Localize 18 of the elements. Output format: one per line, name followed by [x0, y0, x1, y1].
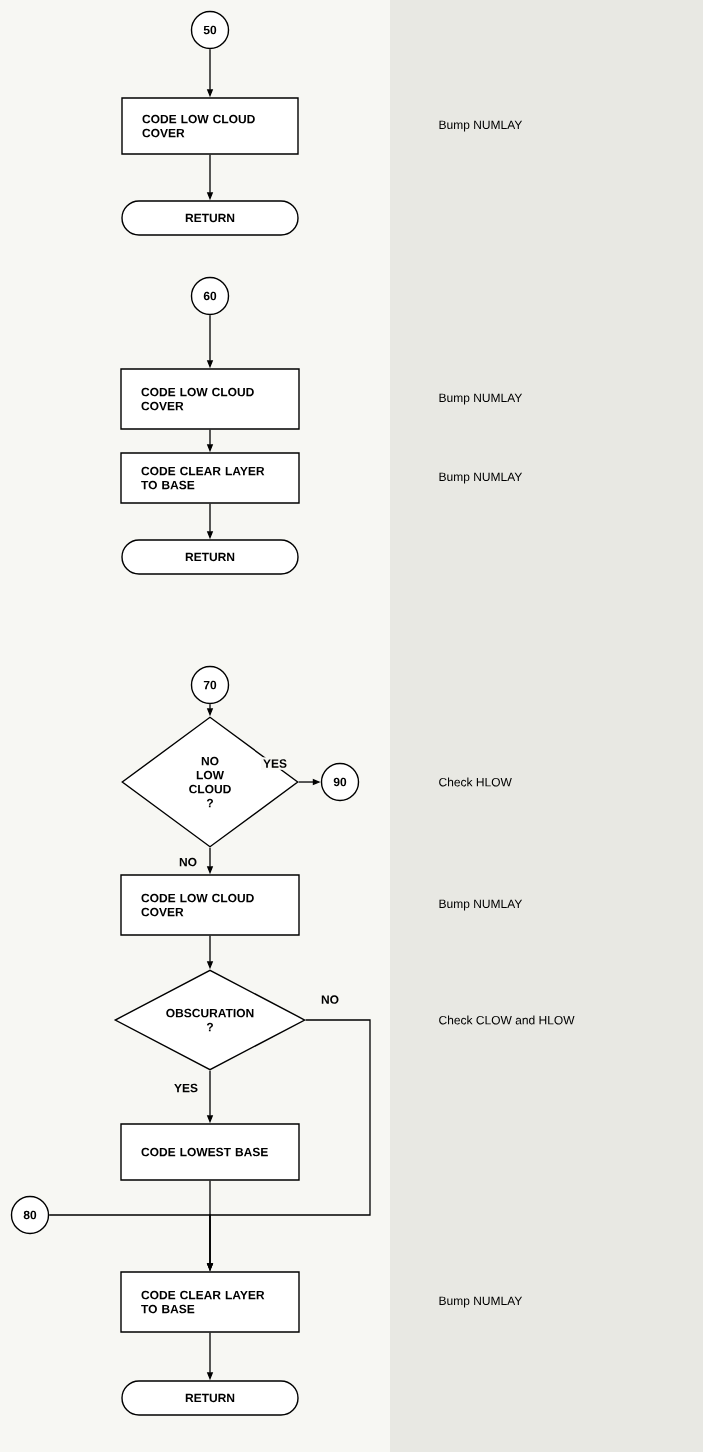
process-box: CODE CLEAR LAYER TO BASE — [120, 1271, 300, 1333]
annotation-text: Bump NUMLAY — [439, 393, 523, 405]
process-box: CODE LOWEST BASE — [120, 1123, 300, 1181]
annotation-text: Bump NUMLAY — [439, 472, 523, 484]
process-box: CODE LOW CLOUD COVER — [120, 368, 300, 430]
annotation-text: Bump NUMLAY — [439, 1296, 523, 1308]
edge-label: NO — [319, 993, 341, 1006]
terminal-box: RETURN — [121, 1380, 299, 1416]
process-box: CODE LOW CLOUD COVER — [121, 97, 299, 155]
annotation-text: Bump NUMLAY — [439, 899, 523, 911]
process-box: CODE LOW CLOUD COVER — [120, 874, 300, 936]
annotation-text: Check CLOW and HLOW — [439, 1015, 575, 1025]
annotation-text: Check HLOW — [439, 777, 512, 787]
edge-label: YES — [261, 757, 289, 770]
terminal-box: RETURN — [121, 200, 299, 236]
terminal-box: RETURN — [121, 539, 299, 575]
process-box: CODE CLEAR LAYER TO BASE — [120, 452, 300, 504]
annotation-text: Bump NUMLAY — [439, 120, 523, 132]
